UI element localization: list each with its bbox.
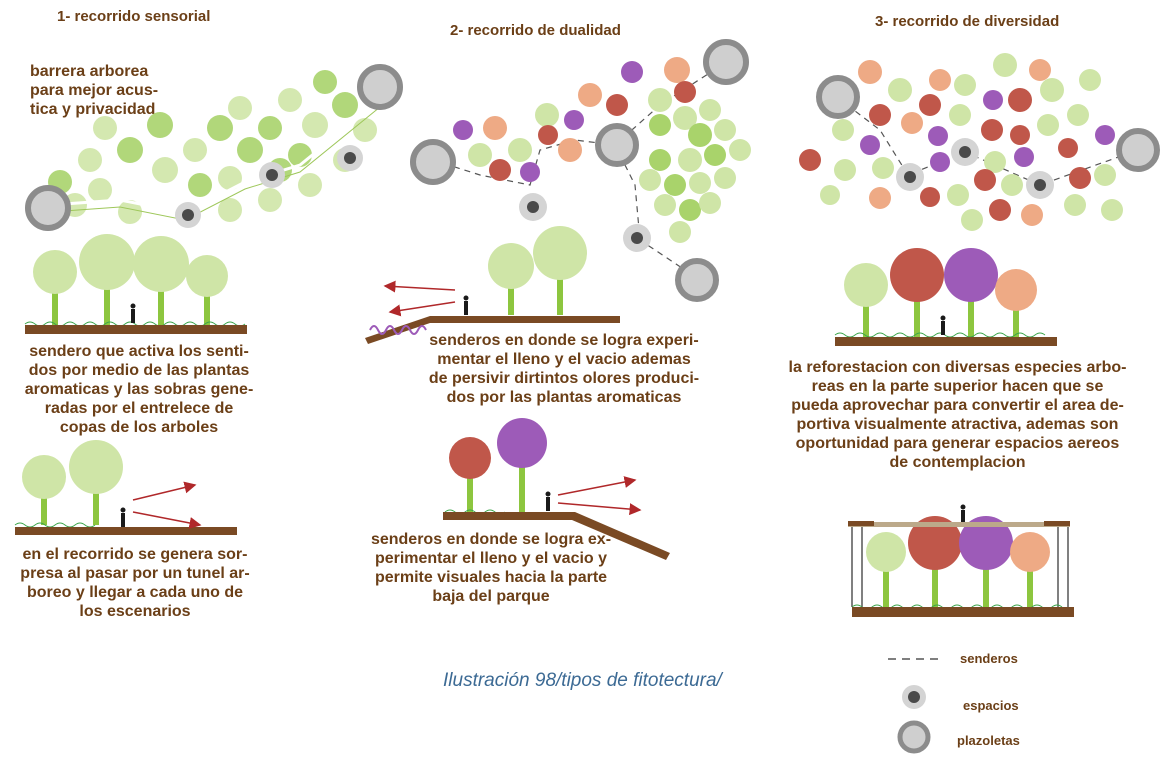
person-figure <box>940 315 946 335</box>
plazoleta-ring <box>816 75 860 119</box>
section-1-title: 1- recorrido sensorial <box>57 8 211 25</box>
legend <box>888 658 942 754</box>
view-arrow <box>557 502 642 516</box>
section-2-text-1: senderos en donde se logra experi- menta… <box>428 332 700 406</box>
plazoleta-ring <box>410 139 456 185</box>
espacio-dot <box>896 138 1054 199</box>
aerial-deck <box>848 522 1070 527</box>
person-figure <box>463 295 469 315</box>
section-2-plan <box>410 39 751 302</box>
section-2-tree-cluster <box>453 57 751 243</box>
ground-strip <box>835 337 1057 346</box>
person-figure <box>120 507 126 527</box>
section-3-title: 3- recorrido de diversidad <box>875 13 1060 30</box>
section-1-tree-cluster <box>48 70 377 224</box>
legend-senderos-label: senderos <box>960 651 1018 666</box>
plazoleta-ring <box>703 39 749 85</box>
section-1-plan <box>25 64 403 231</box>
section-3-tree-cluster <box>799 53 1123 231</box>
section-2-title: 2- recorrido de dualidad <box>450 22 621 39</box>
figure-caption: Ilustración 98/tipos de fitotectura/ <box>443 670 722 691</box>
legend-plazoletas-label: plazoletas <box>957 733 1020 748</box>
person-figure <box>130 303 136 323</box>
section-2-elevation-a <box>365 226 620 344</box>
section-3-elevation-b <box>848 504 1074 617</box>
section-1-text-1: sendero que activa los senti- dos por me… <box>24 343 254 436</box>
view-arrow <box>383 280 456 293</box>
section-3-text-1: la reforestacion con diversas especies a… <box>788 359 1127 471</box>
section-1-elevation-b <box>14 440 237 535</box>
section-1-elevation-a <box>24 234 247 334</box>
section-1-path <box>49 98 381 221</box>
section-2-text-2: senderos en donde se logra ex- perimenta… <box>370 531 612 605</box>
ground-strip <box>443 512 670 560</box>
section-3-plan <box>799 53 1160 231</box>
small-dot-icon <box>902 685 926 709</box>
ring-icon <box>897 720 931 754</box>
view-arrow <box>132 511 202 529</box>
section-2-elevation-b <box>443 418 670 560</box>
view-arrow <box>132 481 197 501</box>
person-figure <box>545 491 551 511</box>
section-1-text-2: en el recorrido se genera sor- presa al … <box>20 546 250 620</box>
ground-strip <box>25 325 247 334</box>
plazoleta-ring <box>675 258 719 302</box>
view-arrow <box>557 476 637 496</box>
plazoleta-ring <box>595 123 639 167</box>
section-1-note: barrera arborea para mejor acus- tica y … <box>30 63 159 118</box>
view-arrow <box>388 301 456 317</box>
espacio-dot <box>519 193 651 252</box>
person-figure <box>960 504 966 522</box>
plazoleta-ring <box>25 185 71 231</box>
legend-espacios-label: espacios <box>963 698 1019 713</box>
plazoleta-ring <box>357 64 403 110</box>
section-3-elevation-a <box>834 248 1057 346</box>
ground-strip <box>852 607 1074 617</box>
ground-strip <box>15 527 237 535</box>
plazoleta-ring <box>1116 128 1160 172</box>
ground-strip <box>365 316 620 344</box>
espacio-dot <box>175 145 363 228</box>
